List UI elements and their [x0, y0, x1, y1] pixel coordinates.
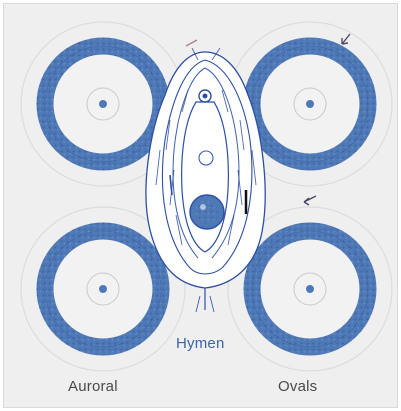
- urethral-opening: [199, 151, 213, 165]
- ring-center-dot: [306, 285, 314, 293]
- ring-bottom-left: [45, 231, 161, 347]
- ring-bottom-right: [252, 231, 368, 347]
- ring-top-left: [45, 46, 161, 162]
- label-hymen: Hymen: [176, 335, 225, 352]
- ring-top-right: [252, 46, 368, 162]
- ring-center-dot: [99, 285, 107, 293]
- label-ovals: Ovals: [278, 378, 317, 395]
- ring-center-dot: [99, 100, 107, 108]
- ring-center-dot: [306, 100, 314, 108]
- label-auroral: Auroral: [68, 378, 118, 395]
